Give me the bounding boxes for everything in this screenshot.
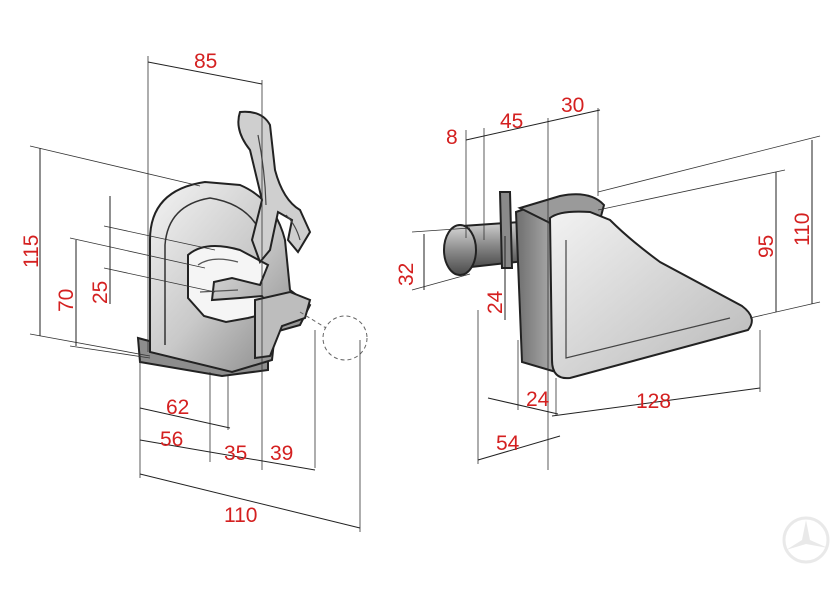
right-vertical-rod bbox=[498, 191, 514, 269]
logo-watermark bbox=[782, 516, 830, 564]
dim-24-horizontal: 24 bbox=[526, 388, 550, 411]
dim-24-vertical: 24 bbox=[484, 290, 507, 314]
dim-25: 25 bbox=[89, 281, 112, 304]
left-dashed-line bbox=[299, 311, 327, 329]
right-pin-head bbox=[443, 224, 477, 276]
left-dashed-ball bbox=[322, 315, 368, 361]
dim-45: 45 bbox=[500, 110, 523, 133]
dim-70: 70 bbox=[55, 289, 78, 312]
dim-56: 56 bbox=[160, 428, 183, 451]
dim-85: 85 bbox=[194, 50, 217, 73]
dim-95: 95 bbox=[755, 235, 778, 258]
dim-54: 54 bbox=[496, 432, 520, 455]
dim-8: 8 bbox=[446, 126, 458, 149]
dim-110-right: 110 bbox=[791, 213, 814, 246]
right-plate-inner bbox=[565, 240, 731, 359]
left-front-arm bbox=[254, 290, 312, 360]
dim-30: 30 bbox=[561, 94, 584, 117]
left-part bbox=[136, 110, 368, 378]
dim-62: 62 bbox=[166, 396, 189, 419]
dim-39: 39 bbox=[270, 442, 293, 465]
left-dimensions bbox=[29, 56, 361, 532]
right-part bbox=[443, 191, 753, 380]
dim-32: 32 bbox=[395, 263, 418, 286]
left-lever-shadow bbox=[257, 134, 301, 241]
left-latch-slot-inner bbox=[197, 258, 239, 293]
dim-128: 128 bbox=[636, 390, 671, 413]
dim-110-left: 110 bbox=[224, 504, 257, 527]
right-dimensions bbox=[411, 108, 821, 470]
left-lever bbox=[237, 110, 312, 264]
dim-115: 115 bbox=[20, 235, 43, 268]
dim-35: 35 bbox=[224, 442, 247, 465]
right-plate bbox=[548, 210, 753, 380]
